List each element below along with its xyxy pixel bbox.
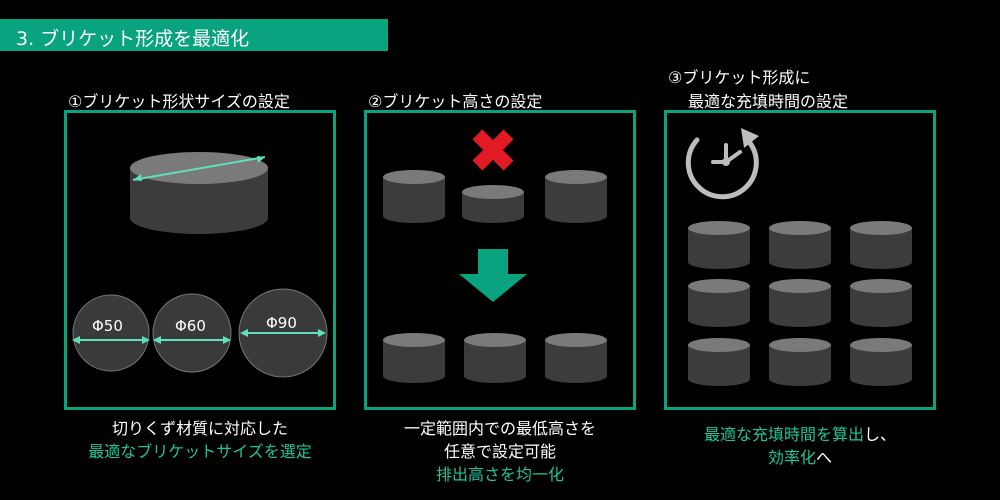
title-bar [0,19,388,51]
cylinder-bottom-1 [383,333,445,383]
panel2-caption-line2: 任意で設定可能 [443,442,556,461]
cylinder-top-1 [383,170,445,223]
cross-icon [472,129,514,171]
panel3-caption-line2: 効率化へ [664,446,936,470]
cylinder-2 [769,221,831,269]
panel1-caption-line2: 最適なブリケットサイズを選定 [88,442,312,461]
panel1-heading: ①ブリケット形状サイズの設定 [68,92,290,111]
page-title: 3. ブリケット形成を最適化 [16,28,250,50]
cylinder-6 [850,279,912,327]
cylinder-3 [850,221,912,269]
circle-phi90 [238,288,328,378]
cylinder-4 [688,279,750,327]
circle-label-phi60: Φ60 [175,317,206,335]
panel3-caption-line1-green: 最適な充填時間を算出 [703,425,864,444]
panel3-heading-line1: ③ブリケット形成に [668,68,811,87]
panel3-caption-line1-white: し、 [864,425,897,444]
circle-label-phi50: Φ50 [92,317,123,335]
panel3-caption-line2-green: 効率化 [767,448,816,467]
circle-label-phi90: Φ90 [266,314,297,332]
down-arrow-icon [459,249,527,302]
cylinder-top-2 [462,185,524,223]
cylinder-5 [769,279,831,327]
panel3-caption-line2-white: へ [816,448,833,467]
cylinder-8 [769,338,831,386]
panel2-frame [364,110,636,410]
panel2-caption-line3: 排出高さを均一化 [435,465,564,484]
cylinder-7 [688,338,750,386]
cylinder-bottom-3 [545,333,607,383]
panel2-caption-line1: 一定範囲内での最低高さを [403,419,596,438]
circle-phi50 [72,294,150,372]
circle-phi60 [152,293,232,373]
panel3-heading-line2: 最適な充填時間の設定 [688,92,849,111]
cylinder-grid [688,221,912,386]
panel1-frame [64,110,336,410]
cylinder-bottom-2 [464,333,526,383]
large-cylinder [130,152,268,234]
cylinder-9 [850,338,912,386]
cylinder-1 [688,221,750,269]
cylinder-top-3 [545,170,607,223]
panel3-frame [664,110,936,410]
panel2-heading: ②ブリケット高さの設定 [368,92,543,111]
clock-icon [685,128,759,200]
panel3-caption-line1: 最適な充填時間を算出し、 [664,423,936,447]
panel1-caption-line1: 切りくず材質に対応した [111,419,288,438]
